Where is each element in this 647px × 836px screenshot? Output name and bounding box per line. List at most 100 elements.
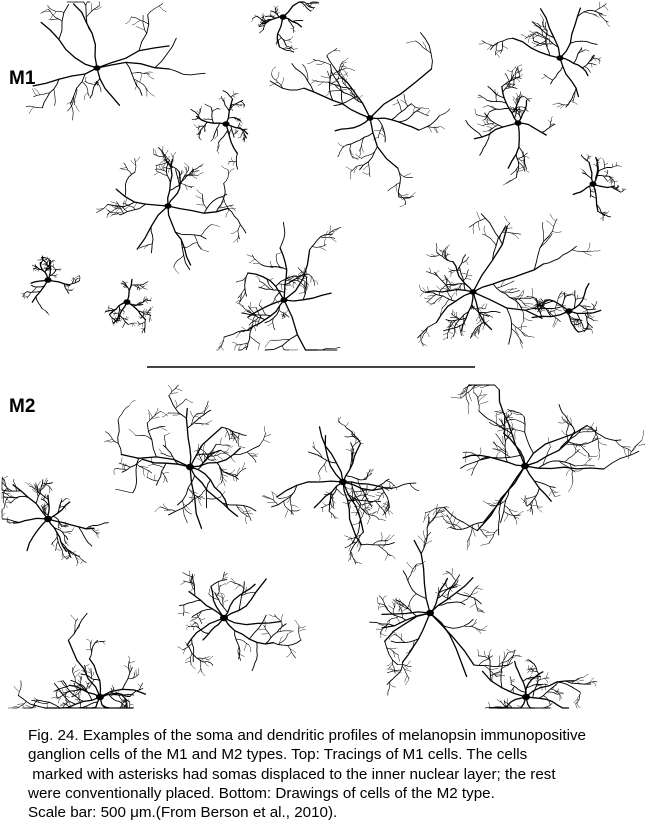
dendrite — [389, 647, 397, 650]
dendrite — [503, 651, 505, 661]
dendrite — [244, 512, 254, 515]
dendrite — [331, 228, 339, 233]
dendrite — [477, 610, 485, 614]
dendrite — [106, 440, 116, 443]
dendrite — [65, 554, 71, 557]
dendrite — [495, 52, 500, 58]
dendrite — [1, 493, 4, 499]
dendrite — [167, 205, 229, 214]
dendrite — [420, 333, 424, 347]
dendrite — [70, 103, 74, 121]
dendrite — [476, 316, 480, 322]
dendrite — [477, 221, 481, 231]
dendrite — [511, 232, 519, 240]
dendrite — [254, 319, 257, 326]
dendrite — [290, 36, 294, 40]
dendrite — [148, 315, 151, 323]
dendrite — [388, 554, 396, 560]
dendrite — [533, 480, 556, 488]
dendrite — [74, 671, 81, 678]
dendrite — [259, 280, 271, 290]
dendrite — [484, 320, 490, 323]
dendrite — [571, 318, 580, 322]
caption-line: marked with asterisks had somas displace… — [28, 765, 556, 783]
dendrite — [345, 422, 349, 427]
dendrite — [57, 269, 61, 272]
dendrite — [371, 511, 378, 516]
dendrite — [310, 275, 312, 283]
dendrite — [589, 185, 592, 198]
dendrite — [238, 344, 242, 351]
dendrite — [591, 303, 595, 307]
dendrite — [450, 334, 455, 340]
dendrite — [565, 294, 576, 297]
dendrite — [47, 518, 67, 553]
dendrite — [196, 189, 203, 195]
dendrite — [442, 332, 449, 335]
dendrite — [163, 163, 165, 170]
dendrite — [433, 126, 438, 134]
dendrite — [303, 282, 306, 295]
dendrite — [28, 483, 34, 488]
dendrite — [188, 590, 225, 619]
dendrite — [167, 158, 174, 207]
dendrite — [67, 285, 69, 289]
dendrite — [445, 254, 451, 257]
dendrite — [536, 38, 549, 47]
dendrite — [355, 153, 362, 159]
dendrite — [321, 347, 341, 351]
dendrite — [487, 655, 492, 682]
dendrite — [359, 146, 378, 171]
dendrite — [572, 321, 577, 325]
dendrite — [465, 120, 483, 138]
figure-area: *** M1 M2 — [1, 1, 646, 709]
dendrite — [160, 452, 173, 457]
dendrite — [436, 503, 438, 514]
dendrite — [46, 259, 48, 263]
dendrite — [473, 122, 519, 140]
dendrite — [450, 396, 462, 399]
dendrite — [371, 478, 390, 491]
dendrite — [466, 274, 473, 277]
dendrite — [482, 130, 489, 132]
dendrite — [269, 80, 305, 91]
dendrite — [452, 579, 459, 589]
dendrite — [588, 327, 594, 330]
dendrite — [22, 291, 28, 298]
dendrite — [108, 305, 110, 309]
dendrite — [355, 491, 361, 497]
dendrite — [56, 695, 59, 699]
dendrite — [576, 320, 578, 325]
dendrite — [240, 293, 243, 300]
dendrite — [503, 432, 526, 467]
dendrite — [240, 131, 244, 138]
dendrite — [223, 583, 256, 619]
dendrite — [511, 322, 526, 337]
dendrite — [190, 664, 196, 670]
dendrite — [275, 8, 278, 12]
dendrite — [220, 582, 226, 586]
dendrite — [194, 168, 200, 172]
dendrite — [559, 57, 580, 98]
dendrite — [459, 285, 462, 291]
dendrite — [142, 14, 148, 34]
dendrite — [303, 3, 307, 7]
dendrite — [119, 697, 126, 709]
dendrite — [62, 688, 65, 694]
dendrite — [472, 223, 474, 234]
dendrite — [222, 475, 228, 482]
dendrite — [213, 451, 220, 457]
dendrite — [429, 577, 449, 614]
dendrite — [318, 460, 328, 474]
dendrite — [216, 128, 219, 137]
dendrite — [397, 99, 402, 113]
dendrite — [581, 46, 583, 52]
dendrite — [286, 651, 292, 658]
dendrite — [313, 481, 344, 509]
dendrite — [400, 194, 409, 196]
dendrite — [538, 682, 558, 699]
asterisk-marker: * — [94, 78, 99, 93]
dendrite — [468, 384, 500, 391]
dendrite — [610, 176, 614, 179]
dendrite — [521, 151, 524, 158]
